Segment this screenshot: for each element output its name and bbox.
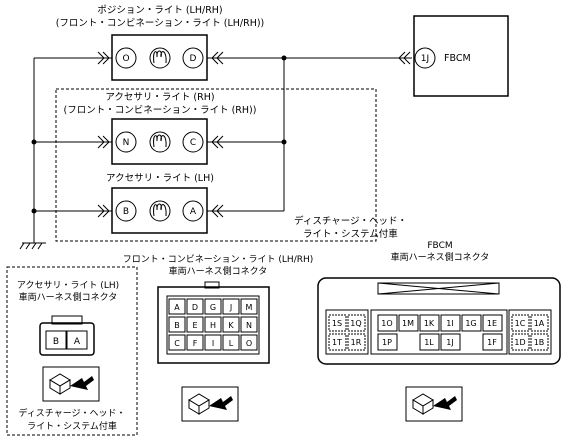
accessory-lh-label: アクセサリ・ライト (LH) <box>106 173 214 184</box>
fc-pin: J <box>229 303 232 312</box>
fbcm-pin: 1S <box>332 319 342 328</box>
fc-pin: I <box>212 339 214 348</box>
pin-a: A <box>190 207 197 217</box>
fbcm-conn-title-1: FBCM <box>427 241 452 251</box>
fbcm-pin: 1A <box>534 319 545 328</box>
fc-pin: D <box>192 303 198 312</box>
fbcm-pin: 1C <box>515 319 526 328</box>
position-light-label: ポジション・ライト (LH/RH) <box>97 5 222 16</box>
pin-1j: 1J <box>421 54 429 64</box>
fc-pin: H <box>210 321 216 330</box>
fc-pin: F <box>193 339 198 348</box>
pin-c: C <box>190 138 196 148</box>
discharge-bottom-2: ライト・システム付車 <box>27 420 117 432</box>
fbcm-pins: 1S 1Q 1T 1R 1O 1M 1K 1I 1G 1E 1P 1L 1J 1… <box>332 319 545 347</box>
acc-lh-conn-title-2: 車両ハーネス側コネクタ <box>19 291 118 303</box>
fc-pin: E <box>192 321 197 330</box>
fc-pin: N <box>246 321 252 330</box>
front-combi-title-2: 車両ハーネス側コネクタ <box>169 265 268 277</box>
fbcm-pin: 1L <box>424 338 434 347</box>
fbcm-pin: 1R <box>351 338 362 347</box>
fbcm-pin: 1T <box>332 338 342 347</box>
fc-pin: G <box>210 303 216 312</box>
fc-pin: M <box>246 303 253 312</box>
fc-pin: L <box>229 339 234 348</box>
fbcm-pin: 1O <box>381 319 392 328</box>
discharge-label-2: ライト・システム付車 <box>303 228 398 240</box>
fc-pin: A <box>174 303 180 312</box>
view-arrows <box>70 376 457 410</box>
fbcm-label: FBCM <box>444 53 471 64</box>
fbcm-pin: 1I <box>446 319 453 328</box>
fbcm-conn-title-2: 車両ハーネス側コネクタ <box>391 251 490 263</box>
pin-b: B <box>123 207 129 217</box>
acc-lh-pin-a: A <box>74 337 81 347</box>
fbcm-pin: 1M <box>402 319 414 328</box>
junction-dots <box>31 55 287 214</box>
fbcm-pin: 1E <box>487 319 497 328</box>
fbcm-pin: 1Q <box>350 319 361 328</box>
front-combi-title-1: フロント・コンビネーション・ライト (LH/RH) <box>123 254 314 265</box>
acc-lh-conn-title-1: アクセサリ・ライト (LH) <box>17 280 119 291</box>
fc-pin: C <box>174 339 180 348</box>
fc-pin: K <box>228 321 234 330</box>
fbcm-pin: 1P <box>382 338 392 347</box>
fc-pin: O <box>246 339 252 348</box>
fbcm-pin: 1G <box>465 319 476 328</box>
pin-o: O <box>122 54 129 64</box>
fbcm-pin: 1J <box>446 338 453 347</box>
pin-d: D <box>190 54 197 64</box>
discharge-label-1: ディスチャージ・ヘッド・ <box>294 215 407 227</box>
accessory-rh-sublabel: (フロント・コンビネーション・ライト (RH)) <box>64 105 257 116</box>
connector-view-icons <box>49 373 434 415</box>
fbcm-pin: 1K <box>424 319 435 328</box>
pin-n: N <box>123 138 130 148</box>
fbcm-pin: 1B <box>534 338 545 347</box>
accessory-rh-label: アクセサリ・ライト (RH) <box>105 92 214 103</box>
discharge-bottom-1: ディスチャージ・ヘッド・ <box>18 407 125 419</box>
acc-lh-pin-b: B <box>53 337 59 347</box>
fbcm-pin: 1F <box>487 338 497 347</box>
front-combi-pins: A D G J M B E H K N C F I L O <box>174 303 252 348</box>
position-light-sublabel: (フロント・コンビネーション・ライト (LH/RH)) <box>56 18 265 29</box>
fbcm-pin: 1D <box>514 338 525 347</box>
fc-pin: B <box>174 321 180 330</box>
